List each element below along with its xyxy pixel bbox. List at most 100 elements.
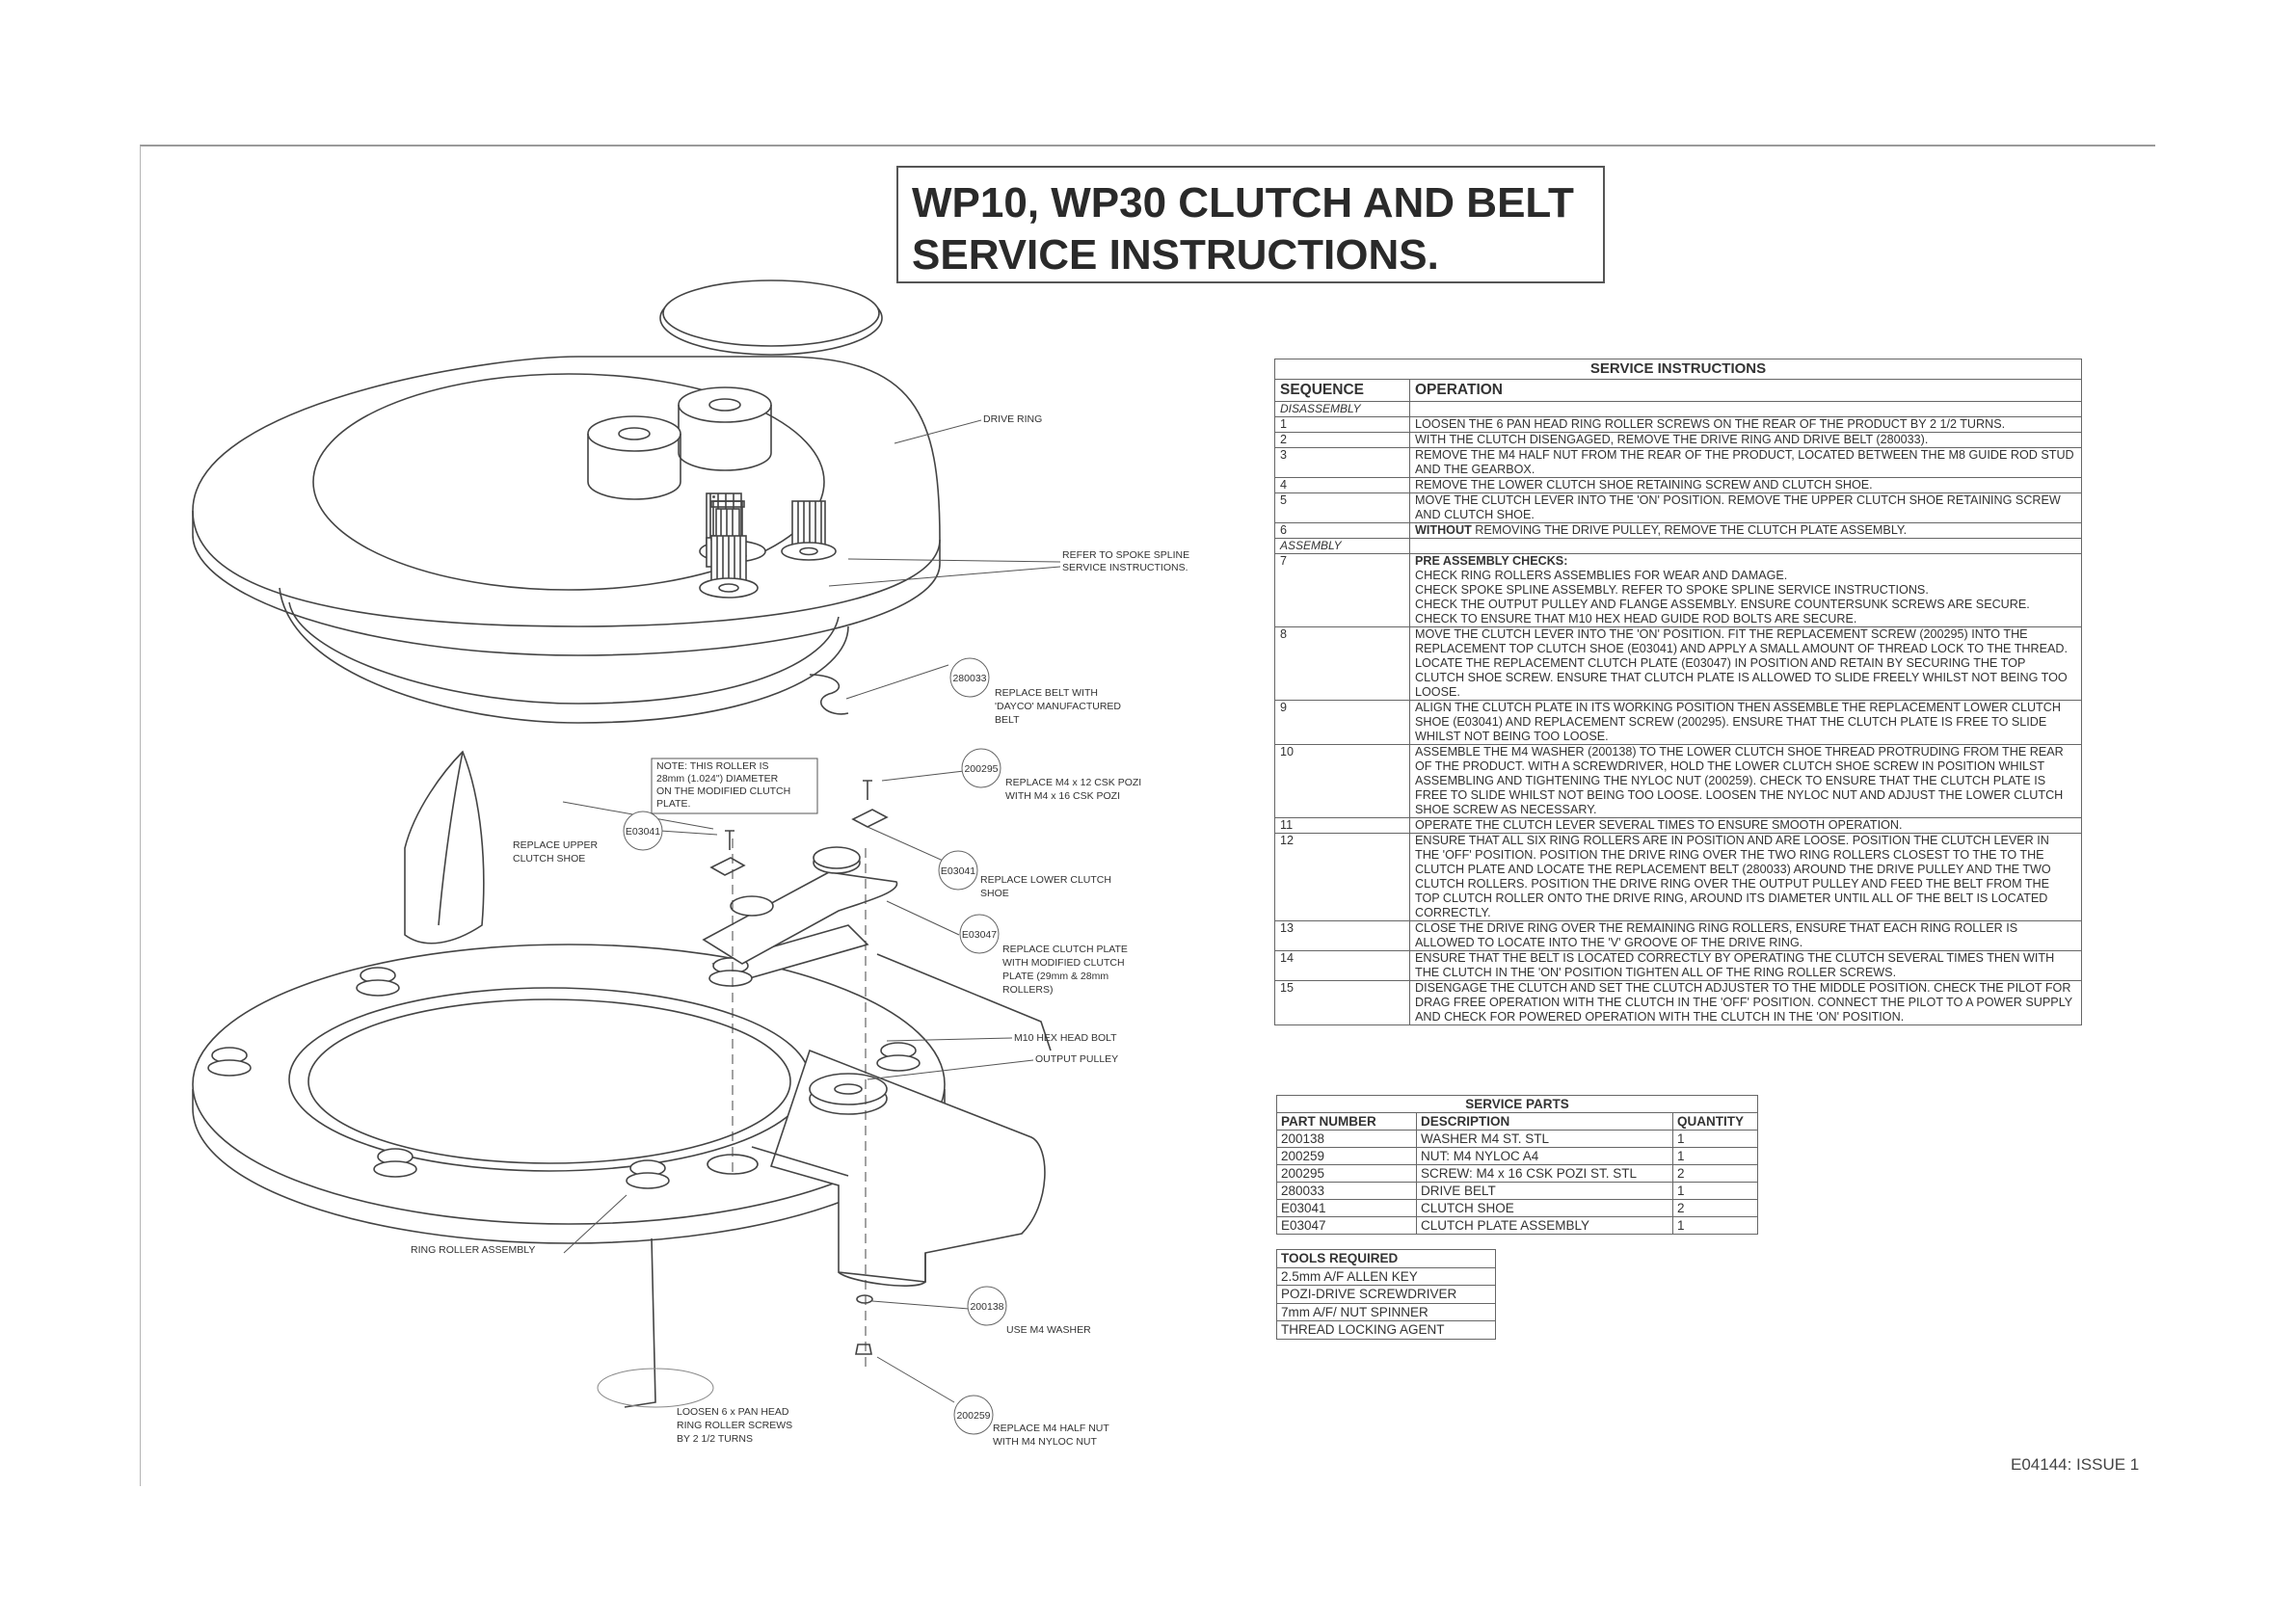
label-loosen-2: RING ROLLER SCREWS bbox=[677, 1420, 792, 1431]
sequence-number: 11 bbox=[1274, 817, 1410, 834]
tool-item: 2.5mm A/F ALLEN KEY bbox=[1276, 1266, 1496, 1286]
m4-screw-lower bbox=[725, 830, 734, 850]
description-cell: CLUTCH PLATE ASSEMBLY bbox=[1416, 1216, 1673, 1235]
pn-e03041-lower: E03041 bbox=[941, 865, 975, 877]
list-item: POZI-DRIVE SCREWDRIVER bbox=[1276, 1285, 1496, 1304]
roller-note-box bbox=[651, 758, 818, 814]
balloon-e03041-upper bbox=[623, 811, 663, 851]
ring-roller-back-left bbox=[356, 967, 400, 997]
sequence-number: 8 bbox=[1274, 626, 1410, 701]
description-cell: NUT: M4 NYLOC A4 bbox=[1416, 1147, 1673, 1165]
balloon-e03047 bbox=[959, 914, 1000, 954]
label-plate-1: REPLACE CLUTCH PLATE bbox=[1002, 944, 1128, 955]
gear-left-main bbox=[699, 535, 759, 599]
m4-washer bbox=[856, 1294, 873, 1304]
pre-check-3: CHECK THE OUTPUT PULLEY AND FLANGE ASSEM… bbox=[1415, 598, 2030, 611]
operation-body: ENSURE THAT THE BELT IS LOCATED CORRECTL… bbox=[1415, 951, 2055, 979]
label-note-4: PLATE. bbox=[656, 798, 690, 810]
operation-body: ALIGN THE CLUTCH PLATE IN ITS WORKING PO… bbox=[1415, 701, 2061, 743]
quantity-cell: 1 bbox=[1672, 1130, 1758, 1148]
gear-right-main bbox=[781, 500, 837, 561]
operation-body: ENSURE THAT ALL SIX RING ROLLERS ARE IN … bbox=[1415, 834, 2051, 919]
label-nut-1: REPLACE M4 HALF NUT bbox=[993, 1423, 1109, 1434]
sequence-number: 9 bbox=[1274, 700, 1410, 745]
base-plate-part bbox=[192, 750, 1052, 1287]
label-note-1: NOTE: THIS ROLLER IS bbox=[656, 760, 769, 772]
label-loosen-1: LOOSEN 6 x PAN HEAD bbox=[677, 1406, 789, 1418]
col-quantity-header: QUANTITY bbox=[1672, 1112, 1758, 1131]
upper-clutch-shoe bbox=[851, 809, 889, 828]
quantity-cell: 1 bbox=[1672, 1216, 1758, 1235]
operation-body: REMOVE THE LOWER CLUTCH SHOE RETAINING S… bbox=[1415, 478, 1873, 492]
operation-text: CLOSE THE DRIVE RING OVER THE REMAINING … bbox=[1409, 920, 2082, 951]
operation-text: LOOSEN THE 6 PAN HEAD RING ROLLER SCREWS… bbox=[1409, 416, 2082, 433]
allen-key-tool bbox=[597, 1237, 714, 1408]
drive-ring-part bbox=[192, 356, 941, 724]
m4-screw-upper bbox=[863, 780, 872, 800]
label-hex-bolt: M10 HEX HEAD BOLT bbox=[1014, 1032, 1117, 1044]
operation-text: DISENGAGE THE CLUTCH AND SET THE CLUTCH … bbox=[1409, 980, 2082, 1025]
tool-item: THREAD LOCKING AGENT bbox=[1276, 1320, 1496, 1340]
label-upper-shoe-1: REPLACE UPPER bbox=[513, 839, 599, 851]
service-instructions-table: SERVICE INSTRUCTIONS SEQUENCE OPERATION … bbox=[1274, 359, 2082, 1025]
label-nut-2: WITH M4 NYLOC NUT bbox=[993, 1436, 1098, 1448]
pn-e03047: E03047 bbox=[962, 929, 997, 941]
operation-text: WITHOUT REMOVING THE DRIVE PULLEY, REMOV… bbox=[1409, 522, 2082, 539]
sequence-number: 1 bbox=[1274, 416, 1410, 433]
cover-disc-part bbox=[659, 279, 883, 356]
description-cell: DRIVE BELT bbox=[1416, 1182, 1673, 1200]
section-disassembly: DISASSEMBLY bbox=[1274, 401, 1410, 417]
part-number-cell: 200259 bbox=[1276, 1147, 1417, 1165]
operation-text: REMOVE THE M4 HALF NUT FROM THE REAR OF … bbox=[1409, 447, 2082, 478]
ring-roller-front-left bbox=[373, 1148, 417, 1178]
label-lower-shoe-1: REPLACE LOWER CLUTCH bbox=[980, 874, 1111, 886]
label-screw-1: REPLACE M4 x 12 CSK POZI bbox=[1005, 777, 1141, 788]
label-output-pulley: OUTPUT PULLEY bbox=[1035, 1053, 1118, 1065]
balloon-200138 bbox=[967, 1286, 1007, 1326]
ring-roller-right bbox=[876, 1042, 921, 1072]
description-cell: WASHER M4 ST. STL bbox=[1416, 1130, 1673, 1148]
operation-text: MOVE THE CLUTCH LEVER INTO THE 'ON' POSI… bbox=[1409, 492, 2082, 523]
sequence-number: 5 bbox=[1274, 492, 1410, 523]
operation-text: MOVE THE CLUTCH LEVER INTO THE 'ON' POSI… bbox=[1409, 626, 2082, 701]
pn-200259: 200259 bbox=[956, 1410, 990, 1422]
label-spoke-spline-1: REFER TO SPOKE SPLINE bbox=[1062, 549, 1189, 561]
tool-item: 7mm A/F/ NUT SPINNER bbox=[1276, 1302, 1496, 1321]
lower-clutch-shoe bbox=[709, 857, 746, 876]
label-belt-3: BELT bbox=[995, 714, 1020, 726]
m4-nut bbox=[855, 1344, 872, 1355]
tool-item: POZI-DRIVE SCREWDRIVER bbox=[1276, 1285, 1496, 1304]
pre-assembly-heading: PRE ASSEMBLY CHECKS: bbox=[1415, 554, 1568, 568]
operation-body: DISENGAGE THE CLUTCH AND SET THE CLUTCH … bbox=[1415, 981, 2072, 1024]
label-note-3: ON THE MODIFIED CLUTCH bbox=[656, 785, 790, 797]
service-instructions-caption: SERVICE INSTRUCTIONS bbox=[1274, 359, 2082, 380]
label-screw-2: WITH M4 x 16 CSK POZI bbox=[1005, 790, 1120, 802]
operation-body: REMOVING THE DRIVE PULLEY, REMOVE THE CL… bbox=[1471, 523, 1908, 537]
label-plate-3: PLATE (29mm & 28mm bbox=[1002, 971, 1108, 982]
pre-check-1: CHECK RING ROLLERS ASSEMBLIES FOR WEAR A… bbox=[1415, 569, 1788, 582]
col-sequence-header: SEQUENCE bbox=[1274, 379, 1410, 402]
operation-body: MOVE THE CLUTCH LEVER INTO THE 'ON' POSI… bbox=[1415, 627, 2069, 699]
pn-e03041-upper: E03041 bbox=[626, 826, 660, 838]
description-cell: CLUTCH SHOE bbox=[1416, 1199, 1673, 1217]
pn-200295: 200295 bbox=[964, 763, 998, 775]
label-spoke-spline-2: SERVICE INSTRUCTIONS. bbox=[1062, 562, 1188, 573]
title-line-1: WP10, WP30 CLUTCH AND BELT bbox=[912, 179, 1574, 226]
balloon-200259 bbox=[953, 1395, 994, 1435]
label-belt-1: REPLACE BELT WITH bbox=[995, 687, 1098, 699]
list-item: 7mm A/F/ NUT SPINNER bbox=[1276, 1302, 1496, 1321]
